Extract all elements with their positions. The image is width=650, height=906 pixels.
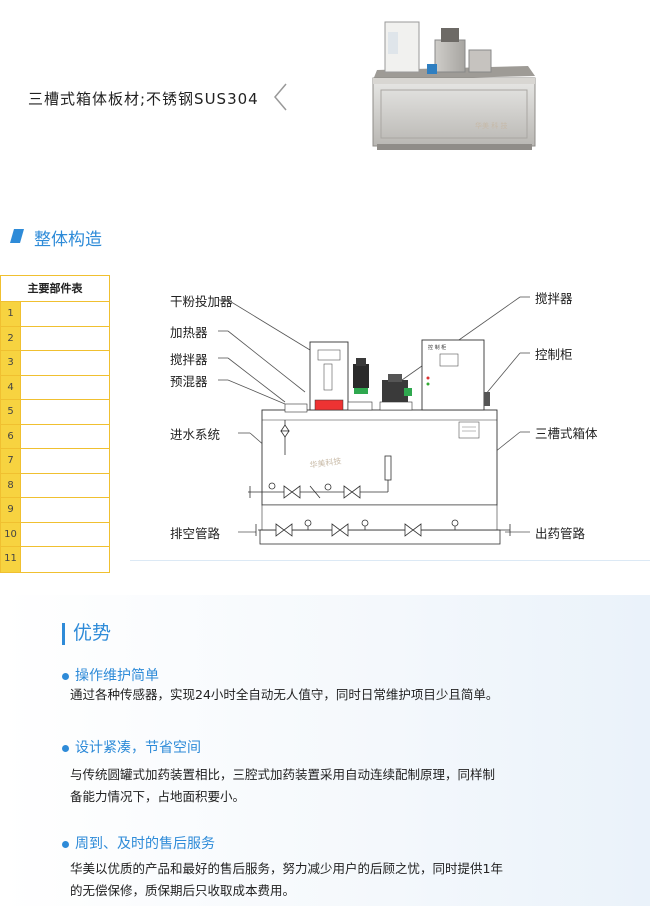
diagram-watermark: 华美科技 bbox=[309, 456, 342, 470]
label-control-cabinet: 控制柜 bbox=[535, 347, 573, 362]
label-dry-powder-feeder: 干粉投加器 bbox=[170, 294, 233, 309]
table-row: 5 bbox=[1, 400, 109, 425]
label-drain-line: 排空管路 bbox=[170, 526, 221, 541]
row-number: 4 bbox=[1, 375, 21, 399]
cabinet-label: 控 制 柜 bbox=[428, 344, 446, 351]
bullet-dot-icon bbox=[62, 744, 69, 752]
advantage-background bbox=[0, 595, 650, 906]
parts-table: 主要部件表 1 2 3 4 5 6 7 8 9 10 11 bbox=[0, 275, 110, 573]
advantage-item-title: 设计紧凑，节省空间 bbox=[62, 737, 201, 757]
row-number: 1 bbox=[1, 302, 21, 326]
table-row: 8 bbox=[1, 473, 109, 498]
label-premixer: 预混器 bbox=[170, 374, 208, 389]
section-structure-title: 整体构造 bbox=[34, 230, 102, 250]
table-row: 1 bbox=[1, 302, 109, 327]
bullet-dot-icon bbox=[62, 672, 69, 680]
table-row: 3 bbox=[1, 351, 109, 376]
label-outlet-line: 出药管路 bbox=[535, 526, 586, 541]
table-row: 10 bbox=[1, 522, 109, 547]
row-number: 7 bbox=[1, 449, 21, 473]
table-row: 9 bbox=[1, 498, 109, 523]
table-row: 11 bbox=[1, 547, 109, 572]
label-mixer-left: 搅拌器 bbox=[170, 352, 208, 367]
advantage-item-body: 与传统圆罐式加药装置相比，三腔式加药装置采用自动连续配制原理，同样制 备能力情况… bbox=[70, 767, 496, 804]
product-photo: 华美 科 技 bbox=[372, 21, 536, 150]
row-number: 9 bbox=[1, 498, 21, 522]
label-three-tank-box: 三槽式箱体 bbox=[535, 426, 598, 441]
table-row: 2 bbox=[1, 326, 109, 351]
row-number: 5 bbox=[1, 400, 21, 424]
advantage-item-body: 华美以优质的产品和最好的售后服务，努力减少用户的后顾之忧，同时提供1年 的无偿保… bbox=[70, 861, 503, 898]
equipment-diagram: 干粉投加器 加热器 搅拌器 预混器 进水系统 排空管路 搅拌器 控制柜 三槽式箱… bbox=[170, 291, 598, 545]
row-number: 2 bbox=[1, 326, 21, 350]
row-number: 11 bbox=[1, 547, 21, 572]
bullet-dot-icon bbox=[62, 840, 69, 848]
chevron-left-icon[interactable] bbox=[272, 82, 290, 112]
section-advantage-title: 优势 bbox=[73, 622, 112, 644]
label-water-inlet: 进水系统 bbox=[170, 427, 220, 442]
parts-table-header: 主要部件表 bbox=[1, 276, 109, 302]
label-heater: 加热器 bbox=[170, 325, 208, 340]
photo-watermark: 华美 科 技 bbox=[475, 121, 507, 130]
label-mixer-right: 搅拌器 bbox=[535, 291, 573, 306]
section-flag-icon bbox=[10, 229, 24, 243]
advantage-item-title: 操作维护简单 bbox=[62, 665, 159, 685]
row-number: 8 bbox=[1, 473, 21, 497]
advantage-item-title: 周到、及时的售后服务 bbox=[62, 833, 215, 853]
advantage-item-body: 通过各种传感器，实现24小时全自动无人值守，同时日常维护项目少且简单。 bbox=[70, 687, 499, 702]
table-row: 7 bbox=[1, 449, 109, 474]
row-number: 3 bbox=[1, 351, 21, 375]
section-advantage-heading: 优势 bbox=[62, 618, 111, 645]
table-row: 4 bbox=[1, 375, 109, 400]
product-caption: 三槽式箱体板材;不锈钢SUS304 bbox=[28, 90, 259, 108]
row-number: 6 bbox=[1, 424, 21, 448]
divider bbox=[130, 560, 650, 561]
heading-bar bbox=[62, 622, 65, 645]
row-number: 10 bbox=[1, 522, 21, 546]
table-row: 6 bbox=[1, 424, 109, 449]
